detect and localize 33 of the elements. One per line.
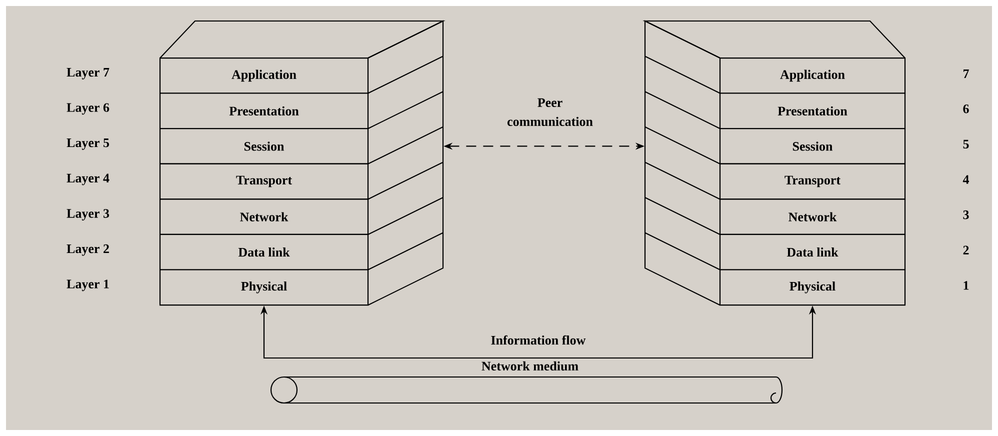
layer-number: 7 — [963, 69, 969, 78]
medium-label: Network medium — [482, 361, 578, 371]
layer-box: Presentation — [719, 92, 906, 130]
layer-label: Layer 6 — [66, 103, 110, 115]
layer-label: Layer 3 — [66, 209, 110, 220]
layer-label: Layer 4 — [66, 174, 110, 186]
layer-number: 6 — [963, 104, 969, 114]
layer-number: 5 — [963, 140, 969, 149]
layer-label: Layer 5 — [66, 138, 110, 150]
layer-label: Layer 2 — [66, 244, 109, 256]
layer-box: Data link — [719, 234, 906, 270]
layer-box: Session — [159, 128, 369, 164]
layer-number: 1 — [964, 281, 969, 290]
layer-box: Session — [719, 128, 906, 164]
layer-box: Transport — [719, 163, 906, 200]
layer-box: Presentation — [159, 92, 369, 130]
layer-number: 3 — [963, 210, 969, 220]
layer-box: Data link — [159, 234, 369, 270]
layer-box: Application — [719, 58, 906, 94]
layer-label: Layer 7 — [66, 68, 110, 80]
edge-label: Information flow — [488, 333, 588, 347]
layer-box: Transport — [159, 163, 369, 200]
layer-number: 2 — [963, 246, 969, 254]
layer-box: Physical — [719, 269, 906, 306]
layer-label: Layer 1 — [66, 280, 109, 292]
layer-box: Network — [719, 198, 906, 235]
layer-number: 4 — [962, 175, 969, 184]
edge-label: Peer communication — [507, 98, 593, 126]
layer-box: Network — [159, 198, 369, 235]
layer-box: Physical — [159, 269, 369, 306]
stack-side-face — [644, 20, 721, 306]
stack-side-face — [367, 20, 444, 306]
layer-box: Application — [159, 58, 369, 94]
